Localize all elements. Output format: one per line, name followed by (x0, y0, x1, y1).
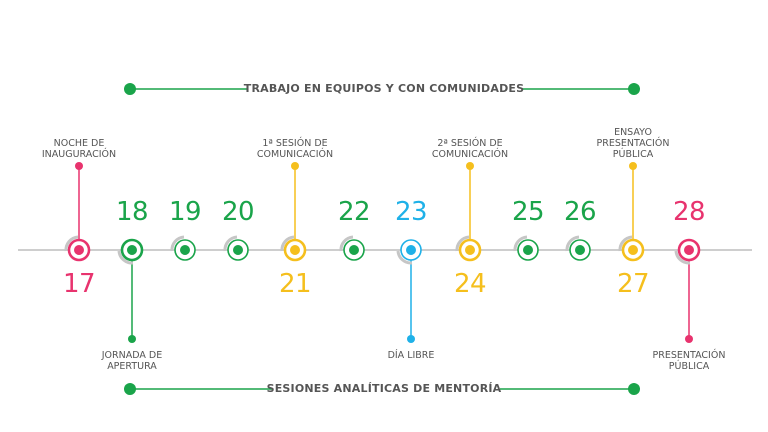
node-dot-27 (628, 245, 638, 255)
event-label-17: NOCHE DE INAUGURACIÓN (41, 138, 117, 160)
node-arc-21 (280, 235, 295, 252)
top-banner-title: TRABAJO EN EQUIPOS Y CON COMUNIDADES (243, 82, 525, 95)
day-number-20: 20 (221, 197, 255, 227)
node-dot-21 (290, 245, 300, 255)
node-dot-18 (127, 245, 137, 255)
day-number-17: 17 (62, 269, 96, 299)
event-label-24: 2ª SESIÓN DE COMUNICACIÓN (431, 138, 509, 160)
node-arc-20 (223, 235, 238, 252)
event-label-27: ENSAYO PRESENTACIÓN PÚBLICA (596, 127, 670, 160)
node-dot-17 (74, 245, 84, 255)
event-dot-24 (466, 162, 474, 170)
event-dot-27 (629, 162, 637, 170)
node-dot-22 (349, 245, 359, 255)
event-dot-28 (685, 335, 693, 343)
bottom-bracket-left-dot (124, 383, 136, 395)
node-arc-24 (455, 235, 470, 252)
node-arc-26 (565, 235, 580, 252)
node-dot-24 (465, 245, 475, 255)
node-dot-19 (180, 245, 190, 255)
timeline-nodes (64, 162, 701, 343)
day-number-24: 24 (453, 269, 487, 299)
node-dot-23 (406, 245, 416, 255)
day-number-25: 25 (511, 197, 545, 227)
day-number-26: 26 (563, 197, 597, 227)
node-arc-28 (674, 250, 691, 265)
bottom-banner-title: SESIONES ANALÍTICAS DE MENTORÍA (266, 382, 502, 395)
day-number-18: 18 (115, 197, 149, 227)
event-label-23: DÍA LIBRE (387, 350, 435, 361)
day-number-19: 19 (168, 197, 202, 227)
event-label-21: 1ª SESIÓN DE COMUNICACIÓN (256, 138, 334, 160)
node-arc-25 (513, 235, 528, 252)
node-arc-19 (170, 235, 185, 252)
event-dot-17 (75, 162, 83, 170)
event-dot-21 (291, 162, 299, 170)
node-arc-23 (396, 250, 413, 265)
event-dot-18 (128, 335, 136, 343)
day-number-22: 22 (337, 197, 371, 227)
top-bracket-left-dot (124, 83, 136, 95)
node-dot-26 (575, 245, 585, 255)
node-arc-22 (339, 235, 354, 252)
top-bracket-right-dot (628, 83, 640, 95)
node-dot-20 (233, 245, 243, 255)
bottom-bracket-right-dot (628, 383, 640, 395)
node-arc-27 (618, 235, 633, 252)
event-dot-23 (407, 335, 415, 343)
node-arc-17 (64, 235, 79, 252)
day-number-21: 21 (278, 269, 312, 299)
event-label-18: JORNADA DE APERTURA (101, 350, 163, 372)
day-number-28: 28 (672, 197, 706, 227)
node-dot-28 (684, 245, 694, 255)
node-arc-18 (117, 250, 134, 265)
day-number-27: 27 (616, 269, 650, 299)
day-number-23: 23 (394, 197, 428, 227)
node-dot-25 (523, 245, 533, 255)
event-label-28: PRESENTACIÓN PÚBLICA (652, 350, 726, 372)
